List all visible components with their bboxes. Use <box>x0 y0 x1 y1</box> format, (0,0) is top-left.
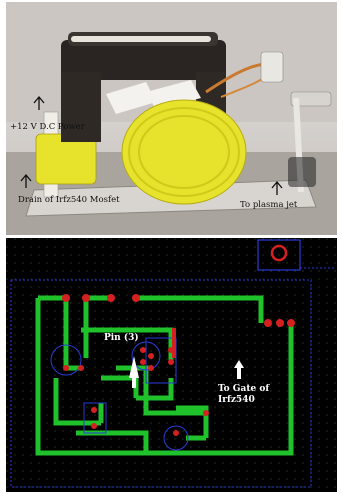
transformer-photo: +12 V D.C Power Drain of Irfz540 Mosfet … <box>6 2 337 235</box>
connector-pad <box>270 244 288 262</box>
label-power: +12 V D.C Power <box>10 122 85 132</box>
gate-arrow-shaft <box>237 367 241 379</box>
ferrite-core-top <box>61 40 226 80</box>
pcb-layout: Pin (3) To Gate of Irfz540 <box>6 238 337 492</box>
pin-arrow-shaft <box>132 376 136 388</box>
photo-arrows <box>20 95 283 195</box>
transformer-photo-drawing <box>6 2 337 235</box>
pads <box>62 294 295 436</box>
pin-arrow-head <box>129 356 139 378</box>
gate-arrow-head <box>234 360 244 368</box>
label-drain: Drain of Irfz540 Mosfet <box>18 195 120 205</box>
component-outlines <box>50 337 189 451</box>
plasma-arrow <box>271 180 283 195</box>
pcb-drawing <box>6 238 337 492</box>
pcb-arrows <box>129 356 244 388</box>
label-plasma: To plasma jet <box>240 200 298 210</box>
drain-arrow <box>20 173 32 188</box>
connector-box <box>257 239 301 271</box>
label-gate-line1: To Gate of <box>218 384 270 394</box>
label-pin: Pin (3) <box>104 333 139 343</box>
power-arrow <box>33 95 45 110</box>
label-gate-line2: Irfz540 <box>218 395 255 405</box>
board-outline <box>10 279 312 488</box>
